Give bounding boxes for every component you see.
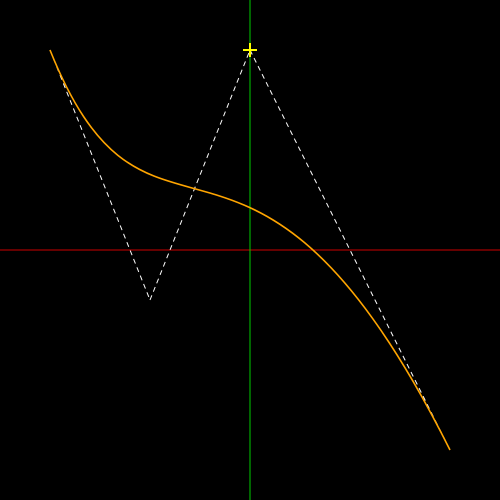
control-polygon-segment <box>49 49 151 301</box>
bezier-curve <box>49 49 451 451</box>
control-polygon <box>49 49 451 451</box>
control-polygon-segment <box>149 49 251 301</box>
control-point-markers[interactable] <box>243 43 257 57</box>
control-polygon-segment <box>249 49 451 451</box>
crosshair-icon[interactable] <box>243 43 257 57</box>
